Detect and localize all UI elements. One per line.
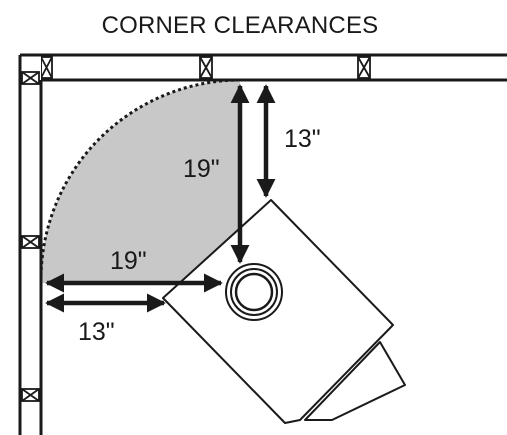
fixture-handle — [304, 341, 406, 421]
left-truss — [18, 53, 43, 435]
diagram-title: CORNER CLEARANCES — [102, 12, 379, 39]
dimension-label-vertical-short: 13" — [284, 125, 321, 153]
fixture — [162, 199, 406, 424]
truss-brace — [357, 56, 371, 79]
fixture-lens-inner — [234, 272, 274, 312]
top-truss — [20, 53, 507, 82]
truss-brace — [21, 388, 40, 402]
truss-brace — [21, 71, 40, 85]
truss-brace — [199, 56, 213, 79]
clearance-arc — [39, 78, 241, 284]
dimension-label-vertical-long: 19" — [183, 155, 220, 183]
clearance-area — [40, 80, 240, 283]
fixture-lens-ring — [230, 268, 278, 316]
dimension-label-horizontal-short: 13" — [78, 318, 115, 346]
dimension-label-horizontal-long: 19" — [110, 247, 147, 275]
truss-brace — [21, 235, 40, 249]
